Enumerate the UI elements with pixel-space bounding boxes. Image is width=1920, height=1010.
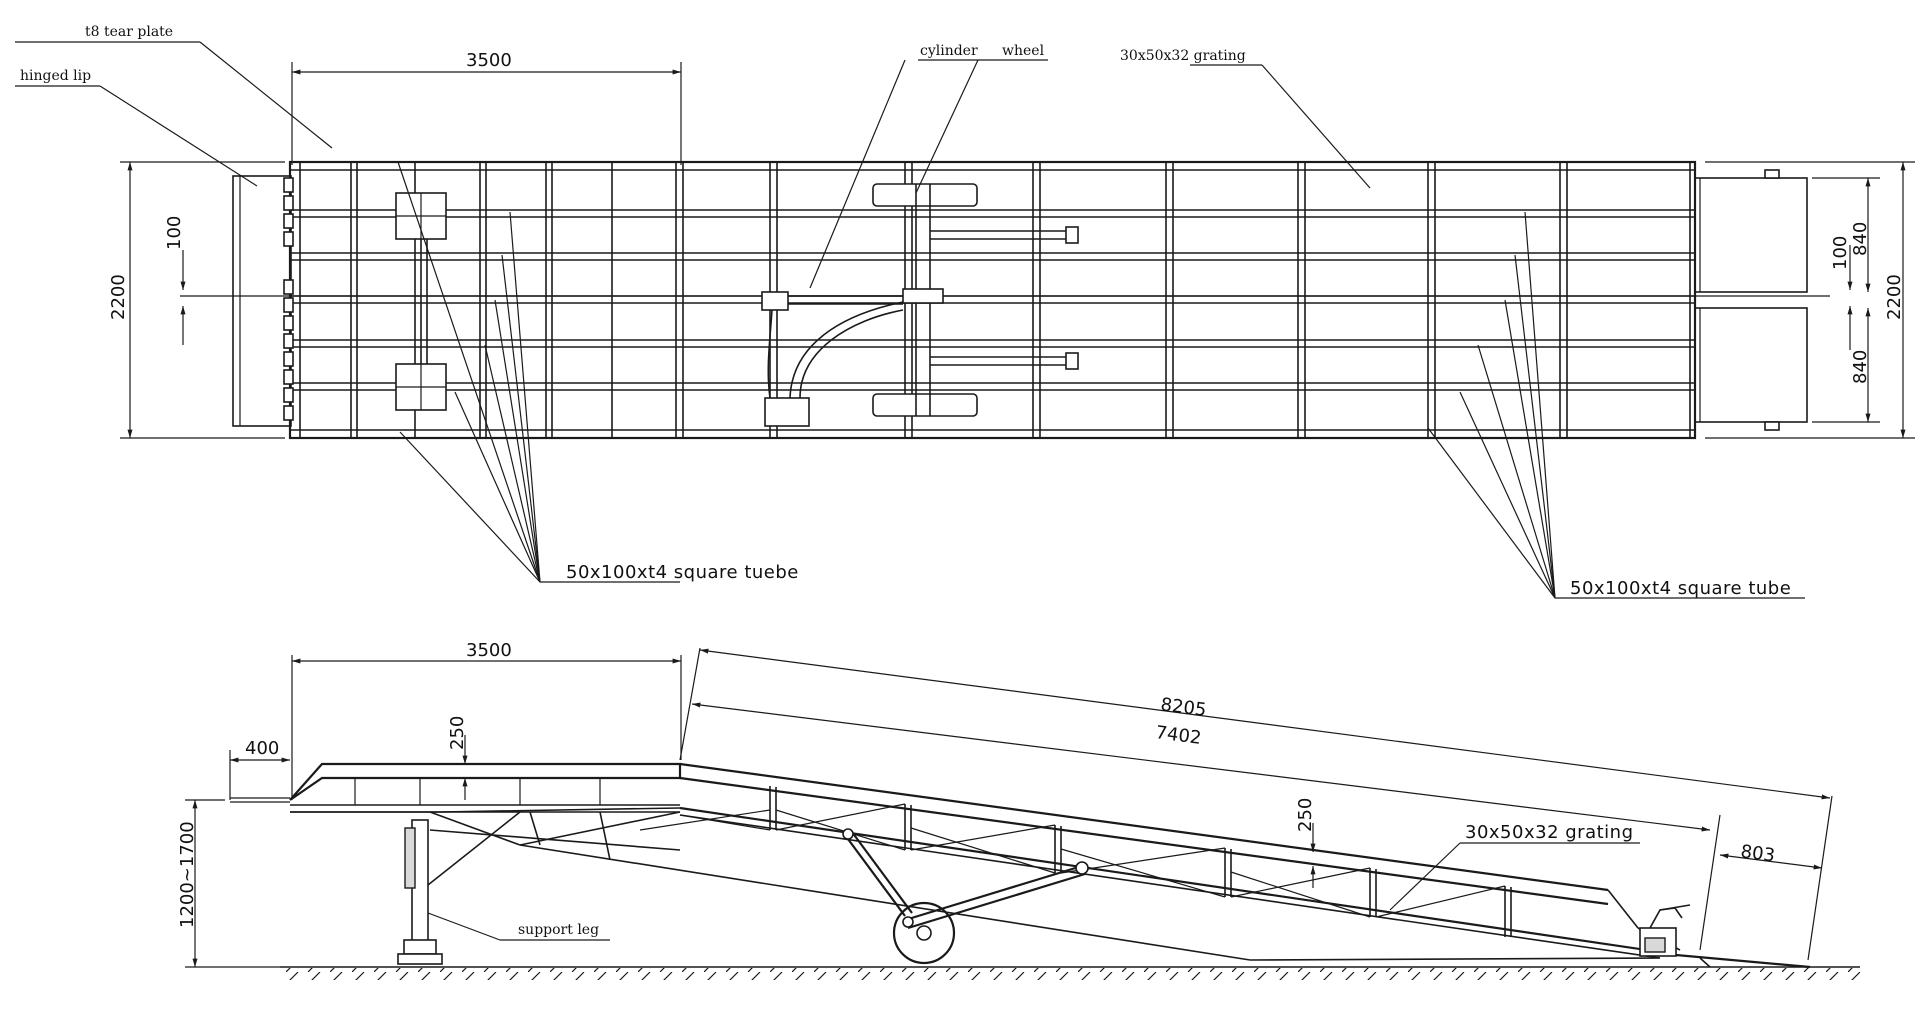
grating-label-side: 30x50x32 grating (1465, 822, 1634, 843)
plan-dim-2200-right: 2200 (1884, 274, 1905, 320)
grating-label-plan: 30x50x32 grating (1120, 48, 1246, 64)
cylinder (761, 291, 789, 311)
cylinder-label: cylinder (920, 43, 978, 59)
platform-rail (289, 762, 682, 801)
wheel-top (872, 183, 978, 207)
platform-truss (290, 807, 681, 861)
side-dim-height: 1200~1700 (177, 821, 198, 928)
side-dim-3500: 3500 (466, 640, 512, 661)
plan-dim-3500: 3500 (466, 50, 512, 71)
plan-dimensions (120, 62, 1915, 439)
plan-dim-840-top: 840 (1850, 222, 1871, 256)
side-dim-250-right: 250 (1295, 798, 1316, 832)
lip-plate-top (1694, 177, 1808, 293)
leader-lines-top (15, 41, 1371, 289)
hinge-knuckles (283, 177, 294, 421)
side-view: 3500 400 250 250 1200~1700 8205 7402 803… (177, 640, 1860, 980)
plan-dim-100-right: 100 (1830, 236, 1851, 270)
plan-dim-2200-left: 2200 (108, 274, 129, 320)
tube-label-left: 50x100xt4 square tuebe (566, 562, 799, 583)
side-dim-7402: 7402 (1154, 722, 1202, 749)
wheel-side (892, 901, 956, 965)
side-dim-8205: 8205 (1159, 694, 1207, 721)
ramp-frame-side (519, 762, 1681, 961)
longitudinal-tubes (290, 169, 1695, 431)
leader-lines-tube-right (1427, 211, 1805, 599)
side-dim-803: 803 (1739, 841, 1776, 866)
pump-unit (764, 397, 810, 427)
wheel-label: wheel (1002, 43, 1045, 59)
side-dim-400: 400 (245, 738, 279, 759)
hinged-lip-label: hinged lip (20, 68, 91, 84)
wheel-bottom (872, 393, 978, 417)
cross-members (299, 162, 1691, 438)
ramp-deck-outline (288, 160, 1697, 440)
lip-plate-bottom (1694, 307, 1808, 423)
side-dim-250-left: 250 (447, 716, 468, 750)
leader-lines-tube-left (397, 161, 680, 583)
hinged-lip (232, 175, 292, 427)
plan-dim-100-left: 100 (164, 216, 185, 250)
support-leg-label: support leg (518, 922, 599, 938)
plan-dim-840-bottom: 840 (1850, 350, 1871, 384)
plan-view: t8 tear plate hinged lip cylinder wheel … (15, 24, 1915, 599)
tube-label-right: 50x100xt4 square tube (1570, 578, 1791, 599)
tear-plate-label: t8 tear plate (85, 24, 173, 40)
side-dimensions (185, 647, 1833, 968)
